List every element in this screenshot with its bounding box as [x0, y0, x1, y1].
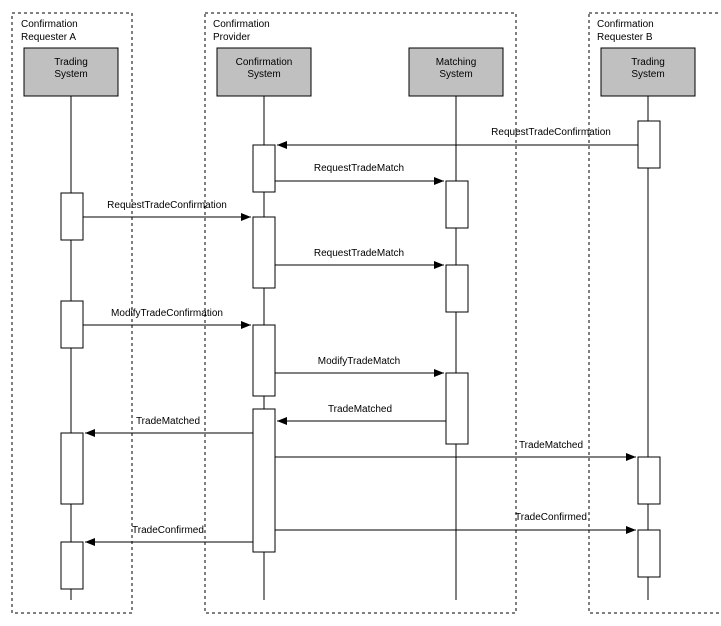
message-arrow: RequestTradeMatch: [275, 248, 444, 269]
lifeline-trading-system-a: Trading System: [23, 47, 119, 600]
group-title-requester-b-line1: Confirmation: [597, 19, 654, 30]
group-frame-requester-a: Confirmation Requester A: [11, 12, 133, 614]
activation-box: [445, 180, 469, 229]
message-arrow: TradeMatched: [275, 440, 636, 461]
message-label: TradeConfirmed: [515, 512, 587, 523]
lifeline-confirmation-system: Confirmation System: [216, 47, 312, 600]
activation-box: [60, 192, 84, 241]
lifeline-label-matching-system-line2: System: [439, 69, 472, 80]
activation-box: [252, 216, 276, 289]
lifeline-label-trading-system-b-line2: System: [631, 69, 664, 80]
message-label: TradeConfirmed: [132, 525, 204, 536]
lifeline-label-trading-system-a-line1: Trading: [54, 57, 88, 68]
lifeline-matching-system: Matching System: [408, 47, 504, 600]
message-label: RequestTradeConfirmation: [107, 200, 227, 211]
group-frame-requester-b: Confirmation Requester B: [588, 12, 721, 614]
lifeline-header-trading-system-b: [600, 47, 696, 97]
message-arrow: RequestTradeConfirmation: [277, 127, 638, 149]
group-title-requester-a-line1: Confirmation: [21, 19, 78, 30]
activation-box: [60, 300, 84, 349]
message-label: ModifyTradeConfirmation: [111, 308, 223, 319]
activation-box: [445, 372, 469, 445]
message-label: RequestTradeMatch: [314, 248, 404, 259]
activation-box: [445, 264, 469, 313]
message-arrow: TradeConfirmed: [85, 525, 253, 546]
lifeline-header-trading-system-a: [23, 47, 119, 97]
group-title-requester-a-line2: Requester A: [21, 32, 76, 43]
activation-box: [252, 144, 276, 193]
message-label: TradeMatched: [519, 440, 583, 451]
group-frame-provider: Confirmation Provider: [204, 12, 517, 614]
message-label: RequestTradeMatch: [314, 163, 404, 174]
messages: RequestTradeConfirmation RequestTradeMat…: [83, 127, 638, 546]
group-title-requester-b-line2: Requester B: [597, 32, 653, 43]
activation-box: [252, 324, 276, 397]
group-title-provider-line2: Provider: [213, 32, 251, 43]
message-label: ModifyTradeMatch: [318, 356, 400, 367]
message-label: TradeMatched: [328, 404, 392, 415]
lifeline-label-trading-system-b-line1: Trading: [631, 57, 665, 68]
message-arrow: ModifyTradeConfirmation: [83, 308, 251, 329]
message-arrow: ModifyTradeMatch: [275, 356, 444, 377]
activation-box: [60, 432, 84, 505]
lifeline-label-confirmation-system-line2: System: [247, 69, 280, 80]
activation-box: [637, 529, 661, 578]
lifeline-label-confirmation-system-line1: Confirmation: [236, 57, 293, 68]
activation-box: [637, 456, 661, 505]
message-label: RequestTradeConfirmation: [491, 127, 611, 138]
message-arrow: TradeMatched: [85, 416, 253, 437]
activations: [60, 120, 661, 590]
activation-box: [60, 541, 84, 590]
message-arrow: RequestTradeMatch: [275, 163, 444, 185]
lifeline-header-confirmation-system: [216, 47, 312, 97]
lifeline-trading-system-b: Trading System: [600, 47, 696, 600]
activation-box: [637, 120, 661, 169]
message-label: TradeMatched: [136, 416, 200, 427]
lifeline-label-matching-system-line1: Matching: [436, 57, 477, 68]
group-title-provider-line1: Confirmation: [213, 19, 270, 30]
message-arrow: TradeMatched: [277, 404, 446, 425]
message-arrow: TradeConfirmed: [275, 512, 636, 534]
lifeline-header-matching-system: [408, 47, 504, 97]
lifeline-label-trading-system-a-line2: System: [54, 69, 87, 80]
activation-box: [252, 408, 276, 553]
message-arrow: RequestTradeConfirmation: [83, 200, 251, 221]
